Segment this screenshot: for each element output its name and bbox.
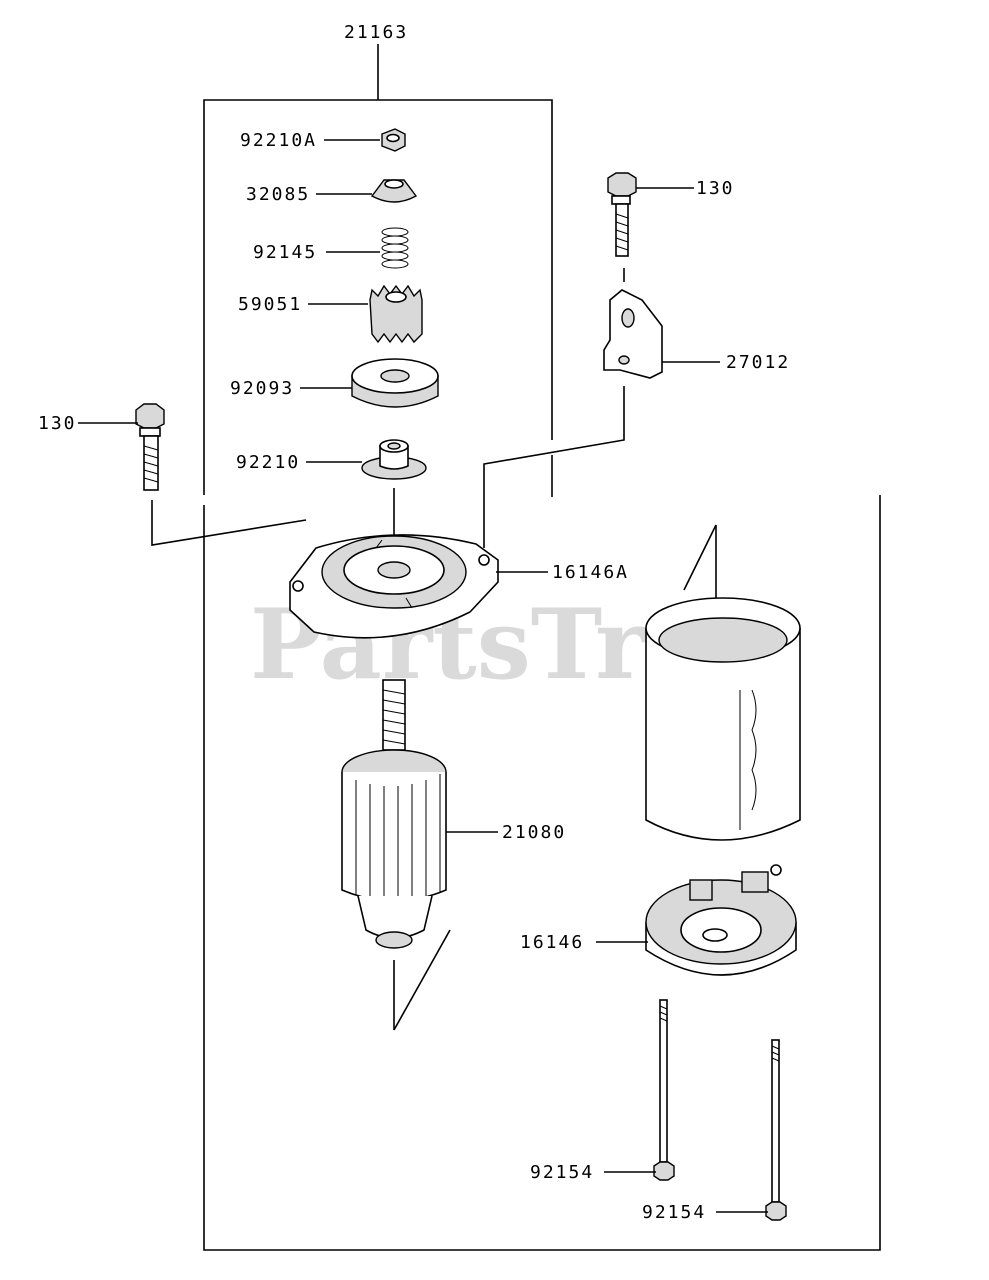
motor-housing-part[interactable]	[645, 597, 801, 841]
label-through-bolt-1: 92154	[530, 1162, 594, 1183]
through-bolt-2-part[interactable]	[765, 1039, 787, 1221]
assembly-frame	[203, 44, 881, 1251]
armature-part[interactable]	[341, 679, 447, 949]
bolt-top-right-part[interactable]	[607, 172, 637, 257]
through-bolt-1-part[interactable]	[653, 999, 675, 1181]
end-cover-top-part[interactable]	[289, 534, 499, 639]
spring-part[interactable]	[381, 227, 409, 269]
label-end-cover-top: 16146A	[552, 562, 629, 583]
leader-lines	[78, 139, 768, 1213]
label-through-bolt-2: 92154	[642, 1202, 706, 1223]
label-bracket: 27012	[726, 352, 790, 373]
pinion-gear-part[interactable]	[369, 284, 423, 344]
label-washer: 92093	[230, 378, 294, 399]
label-pinion-gear: 59051	[238, 294, 302, 315]
label-assembly: 21163	[344, 22, 408, 43]
drive-nut-part[interactable]	[361, 439, 427, 480]
brush-holder-part[interactable]	[645, 864, 797, 976]
callout-labels: 21163 92210A 32085 92145 59051 92093 922…	[38, 22, 790, 1223]
label-spring: 92145	[253, 242, 317, 263]
nut-part[interactable]	[381, 128, 406, 152]
label-bolt-top-right: 130	[696, 178, 735, 199]
bracket-part[interactable]	[603, 289, 663, 379]
label-nut: 92210A	[240, 130, 317, 151]
label-end-cover-bottom: 16146	[520, 932, 584, 953]
bolt-left-part[interactable]	[135, 403, 165, 491]
washer-part[interactable]	[351, 358, 439, 408]
label-stop-collar: 32085	[246, 184, 310, 205]
label-drive-nut: 92210	[236, 452, 300, 473]
stop-collar-part[interactable]	[370, 179, 418, 203]
label-armature: 21080	[502, 822, 566, 843]
label-bolt-left: 130	[38, 413, 77, 434]
